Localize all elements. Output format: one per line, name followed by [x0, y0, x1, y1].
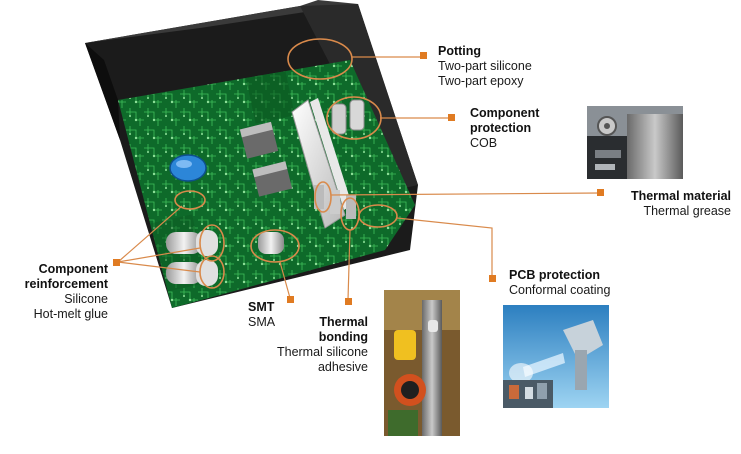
callout-thermal-bonding-title-2: bonding: [318, 330, 368, 344]
callout-pcb-protection: PCB protection Conformal coating: [509, 268, 610, 298]
callout-smt-line-1: SMA: [248, 315, 276, 329]
marker-pcb-protection: [489, 275, 496, 282]
callout-component-reinforcement-line-1: Silicone: [64, 292, 108, 306]
leader-reinforcement-2: [117, 247, 201, 263]
callout-thermal-bonding-title-1: Thermal: [319, 315, 368, 329]
thermal-interface-photo: [587, 106, 683, 179]
leader-thermal-bonding: [347, 229, 351, 301]
callout-pcb-protection-line-1: Conformal coating: [509, 283, 611, 297]
callout-component-reinforcement: Component reinforcement Silicone Hot-mel…: [8, 262, 108, 322]
marker-thermal-bonding: [345, 298, 352, 305]
leader-pcb-protection: [396, 217, 493, 278]
ring-pcb-protection: [358, 204, 398, 228]
cob-module: [331, 99, 365, 135]
blue-capacitor: [169, 154, 207, 182]
marker-thermal-material: [597, 189, 604, 196]
marker-potting: [420, 52, 427, 59]
highlight-rings: [174, 38, 398, 289]
leader-reinforcement-1: [117, 205, 183, 263]
callout-thermal-material-line-1: Thermal grease: [643, 204, 731, 218]
marker-component-reinforcement: [113, 259, 120, 266]
callout-component-protection-line-1: COB: [470, 136, 498, 150]
callout-component-reinforcement-title-1: Component: [38, 262, 108, 276]
callout-thermal-material-title: Thermal material: [630, 189, 731, 203]
callout-markers: [113, 52, 604, 305]
marker-smt: [287, 296, 294, 303]
leader-smt: [279, 261, 291, 299]
sma-component: [258, 232, 284, 254]
conformal-coating-spray-photo: [503, 305, 609, 408]
components: [166, 98, 365, 286]
power-transistors: [314, 185, 356, 219]
smd-chip-2: [252, 161, 293, 197]
callout-potting-line-2: Two-part epoxy: [438, 74, 524, 88]
callout-smt: SMT SMA: [248, 300, 275, 330]
ring-reinforcement-1: [174, 190, 206, 210]
enclosure-top-face: [85, 0, 358, 43]
callout-thermal-material: Thermal material Thermal grease: [600, 189, 731, 219]
callout-pcb-protection-title: PCB protection: [509, 268, 600, 282]
ring-potting: [287, 38, 353, 80]
callout-component-reinforcement-line-2: Hot-melt glue: [33, 307, 108, 321]
callout-component-reinforcement-title-2: reinforcement: [24, 277, 108, 291]
ring-smt: [250, 229, 300, 263]
callout-potting-title: Potting: [438, 44, 482, 58]
smd-chip-1: [239, 121, 279, 159]
callout-potting-line-1: Two-part silicone: [438, 59, 532, 73]
callout-component-protection: Component protection COB: [470, 106, 539, 151]
callout-potting: Potting Two-part silicone Two-part epoxy: [438, 44, 532, 89]
leader-reinforcement-3: [117, 261, 201, 273]
marker-component-protection: [448, 114, 455, 121]
callout-thermal-bonding: Thermal bonding Thermal silicone adhesiv…: [266, 315, 368, 375]
leader-thermal-material: [330, 192, 601, 196]
callout-thermal-bonding-line-2: adhesive: [317, 360, 368, 374]
enclosure-rim: [85, 43, 120, 140]
leader-lines: [117, 56, 601, 301]
callout-component-protection-title-2: protection: [470, 121, 532, 135]
ring-thermal-material: [314, 181, 332, 213]
thermal-bonding-photo: [384, 290, 460, 436]
callout-thermal-bonding-line-1: Thermal silicone: [276, 345, 368, 359]
ring-reinforcement-2: [199, 224, 225, 262]
callout-component-protection-title-1: Component: [470, 106, 540, 120]
callout-smt-title: SMT: [248, 300, 275, 314]
